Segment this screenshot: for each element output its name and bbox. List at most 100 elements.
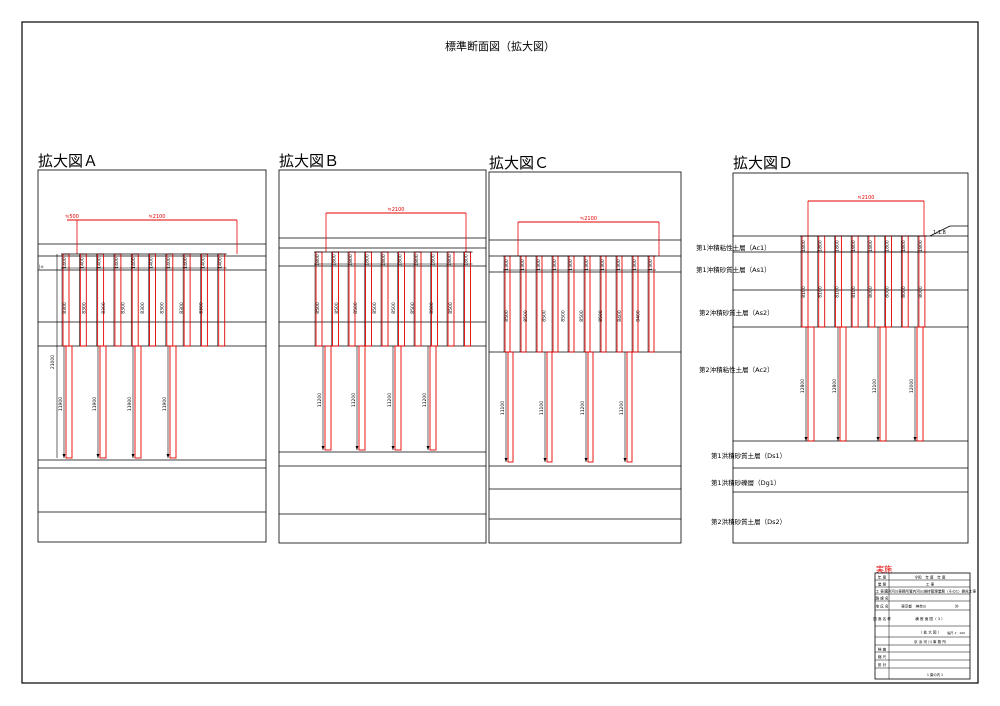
dimension-arrow (131, 454, 135, 458)
dimension-arrow (355, 446, 359, 450)
long-pile (546, 351, 553, 463)
deep-dimension-label: 12800 (832, 379, 838, 393)
title-block-row-value: 横 断 面 図（ 3 ） (915, 616, 945, 621)
mid-dimension-label: 8500 (391, 302, 397, 314)
soil-layer-label: 第1洪積砂質土層（Ds1） (711, 451, 786, 460)
deep-dimension-label: 11200 (351, 393, 357, 407)
long-pile (358, 345, 366, 451)
top-dimension-label: 1800 (918, 240, 924, 252)
title-block-row-head: 設 計 (878, 662, 887, 667)
top-dimension-label: 1300 (648, 259, 654, 271)
level-mark: |± (39, 264, 44, 269)
panel-frame (278, 169, 487, 544)
mid-dimension-label: 8100 (834, 286, 840, 298)
slope-label: 1:1.8 (933, 230, 946, 236)
deep-dimension-label: 12100 (872, 379, 878, 393)
top-dimension-label: 1400 (97, 257, 103, 269)
deep-dimension-label: 11200 (387, 393, 393, 407)
top-dimension-label: 1400 (183, 257, 189, 269)
mid-dimension-label: 8500 (598, 310, 604, 322)
title-block-row-head: 年 度 (878, 574, 887, 579)
mid-dimension-label: 8400 (617, 310, 623, 322)
title-block-row-value: 京浜河川事務所管内河川維持管理業務（その1）委託工事 (884, 588, 977, 593)
top-dimension-label: 1800 (381, 254, 387, 266)
mid-dimension-label: 8000 (918, 286, 924, 298)
deep-dimension-label: 11900 (127, 397, 133, 411)
top-dimension-label: 1800 (901, 240, 907, 252)
long-pile (626, 351, 633, 463)
top-dimension-label: 1400 (200, 257, 206, 269)
approval-stamp-label: 実施 (876, 564, 892, 574)
panel-label-b: 拡大図Ｂ (279, 152, 339, 170)
long-pile (324, 345, 332, 451)
mid-dimension-label: 8300 (101, 302, 107, 314)
mid-dimension-label: 8500 (523, 310, 529, 322)
long-pile (99, 345, 107, 459)
top-dimension-label: 1300 (504, 259, 510, 271)
top-dimension-label: 1400 (114, 257, 120, 269)
top-dimension-label: 1800 (818, 240, 824, 252)
panel-label-d: 拡大図Ｄ (733, 154, 793, 172)
dimension-arrow (876, 437, 880, 441)
mid-dimension-label: 8000 (901, 286, 907, 298)
panel-label-a: 拡大図Ａ (38, 152, 98, 170)
top-dimension-label: 1800 (885, 240, 891, 252)
dimension-arrow (623, 458, 627, 462)
top-dimension-label: 1300 (632, 259, 638, 271)
mid-dimension-label: 8300 (140, 302, 146, 314)
top-dimension-label: 1800 (315, 254, 321, 266)
mid-dimension-label: 8300 (179, 302, 185, 314)
top-dimension-label: 1400 (218, 257, 224, 269)
mid-dimension-label: 8300 (199, 302, 205, 314)
panel-frame (37, 169, 267, 543)
long-pile (879, 326, 887, 442)
width-dimension-label: ≒2100 (580, 216, 597, 222)
top-dimension-label: 1300 (600, 259, 606, 271)
dimension-arrow (584, 458, 588, 462)
top-dimension-label: 1800 (447, 254, 453, 266)
section-panels: ≒2100 ≒500 1400 1400 1400 1400 1400 1400 1400 140… (37, 169, 969, 544)
mid-dimension-label: 8500 (504, 310, 510, 322)
sheet-border (21, 21, 979, 684)
overall-dimension-label: 21000 (50, 355, 56, 369)
mid-dimension-label: 8000 (868, 286, 874, 298)
deep-dimension-label: 11200 (422, 393, 428, 407)
top-dimension-label: 1800 (431, 254, 437, 266)
deep-dimension-label: 11100 (500, 401, 506, 415)
width-dimension-label: ≒2100 (858, 195, 875, 201)
small-width-dimension-label: ≒500 (65, 214, 79, 220)
dimension-arrow (504, 458, 508, 462)
long-pile (507, 351, 514, 463)
dimension-arrow (391, 446, 395, 450)
long-pile (429, 345, 437, 451)
mid-dimension-label: 8100 (851, 286, 857, 298)
top-dimension-label: 1300 (552, 259, 558, 271)
mid-dimension-label: 8500 (429, 302, 435, 314)
title-block-row-head: 地 区 名 (875, 603, 888, 608)
top-dimension-label: 1400 (149, 257, 155, 269)
long-pile (65, 345, 73, 459)
top-dimension-label: 1400 (166, 257, 172, 269)
top-dimension-label: 1400 (131, 257, 137, 269)
deep-dimension-label: 11900 (92, 397, 98, 411)
sheet-number: 1 葉の内 1 (927, 672, 943, 677)
top-dimension-label: 1800 (801, 240, 807, 252)
deep-dimension-label: 11100 (539, 401, 545, 415)
long-pile (839, 326, 847, 442)
long-pile (916, 326, 924, 442)
top-dimension-label: 1800 (398, 254, 404, 266)
soil-layer-label: 第1沖積粘性土層（Ac1） (696, 243, 771, 252)
deep-dimension-label: 11200 (580, 401, 586, 415)
dimension-arrow (166, 454, 170, 458)
long-pile (134, 345, 142, 459)
deep-dimension-label: 12000 (909, 379, 915, 393)
title-block-row-head: 検 査 (878, 646, 887, 651)
soil-layer-label: 第1沖積砂質土層（As1） (696, 265, 771, 274)
dimension-arrow (321, 446, 325, 450)
panel-label-c: 拡大図Ｃ (489, 154, 549, 172)
scale-note: 縮尺 1：100 (947, 630, 965, 635)
deep-dimension-label: 11200 (317, 393, 323, 407)
